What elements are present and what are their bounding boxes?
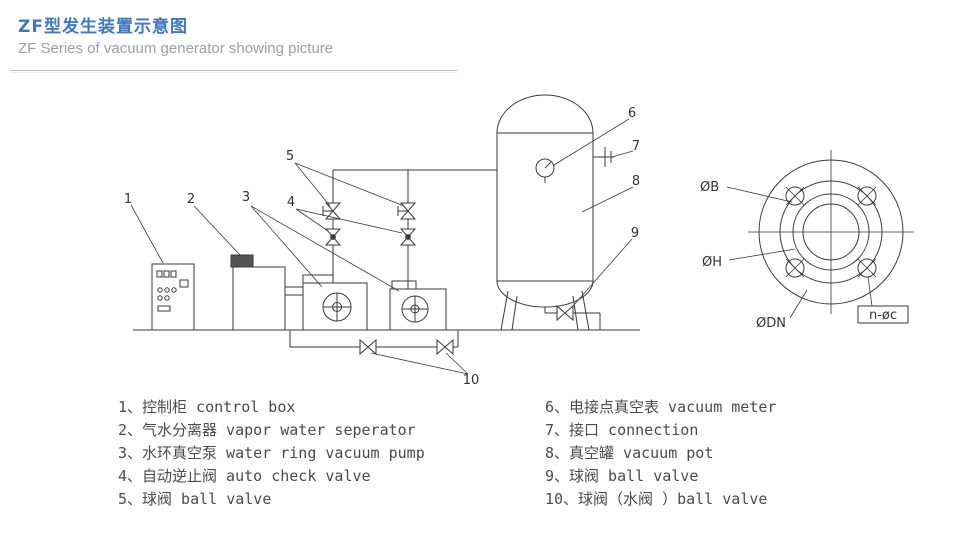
page-subtitle: ZF Series of vacuum generator showing pi… xyxy=(18,40,334,57)
legend-right-column: 6、电接点真空表 vacuum meter 7、接口 connection 8、… xyxy=(545,396,776,511)
legend-item-5: 5、球阀 ball valve xyxy=(118,490,272,508)
part-number-8: 8 xyxy=(632,174,640,189)
part-number-10: 10 xyxy=(463,373,480,388)
connection-nozzle xyxy=(593,147,614,167)
vacuum-pump-2 xyxy=(389,280,447,331)
part-number-3: 3 xyxy=(242,190,250,205)
check-valve-pipe2 xyxy=(399,228,417,246)
flange-label-b: ØB xyxy=(700,180,719,195)
legend-item-1: 1、控制柜 control box xyxy=(118,398,296,416)
legend-item-7: 7、接口 connection xyxy=(545,421,699,439)
vapor-water-separator xyxy=(230,254,304,331)
legend-item-4: 4、自动逆止阀 auto check valve xyxy=(118,467,371,485)
legend-item-8: 8、真空罐 vacuum pot xyxy=(545,444,714,462)
part-number-2: 2 xyxy=(187,192,195,207)
vacuum-pump-1 xyxy=(302,274,368,331)
part-number-7: 7 xyxy=(632,139,640,154)
suction-piping xyxy=(332,169,497,289)
page-title: ZF型发生装置示意图 xyxy=(18,17,188,37)
part-number-9: 9 xyxy=(631,226,639,241)
part-number-4: 4 xyxy=(287,195,295,210)
part-number-6: 6 xyxy=(628,106,636,121)
part-number-5: 5 xyxy=(286,149,294,164)
flange-detail xyxy=(726,150,914,324)
vacuum-meter xyxy=(535,158,555,183)
flange-label-h: ØH xyxy=(702,255,722,270)
flange-label-dn: ØDN xyxy=(756,316,786,331)
drain-line xyxy=(289,330,459,356)
flange-labels: ØB ØH ØDN n-øc xyxy=(700,180,897,331)
control-box xyxy=(151,263,195,331)
legend-left-column: 1、控制柜 control box 2、气水分离器 vapor water se… xyxy=(118,396,425,511)
bolt-holes xyxy=(785,186,877,278)
part-number-1: 1 xyxy=(124,192,132,207)
legend-item-2: 2、气水分离器 vapor water seperator xyxy=(118,421,416,439)
legend-item-6: 6、电接点真空表 vacuum meter xyxy=(545,398,777,416)
legend-item-3: 3、水环真空泵 water ring vacuum pump xyxy=(118,444,425,462)
flange-label-nc: n-øc xyxy=(869,308,897,323)
vacuum-pot xyxy=(496,94,594,331)
ball-valve-pipe2 xyxy=(397,202,417,220)
title-divider xyxy=(10,70,457,73)
tank-outlet-valve xyxy=(544,304,601,330)
legend-item-9: 9、球阀 ball valve xyxy=(545,467,699,485)
ball-valve-pipe1 xyxy=(322,202,342,220)
check-valve-pipe1 xyxy=(324,228,342,246)
legend-item-10: 10、球阀（水阀 ）ball valve xyxy=(545,490,768,508)
part-numbers: 1 2 3 4 5 6 7 8 9 10 xyxy=(124,106,640,388)
leader-lines xyxy=(130,118,634,375)
